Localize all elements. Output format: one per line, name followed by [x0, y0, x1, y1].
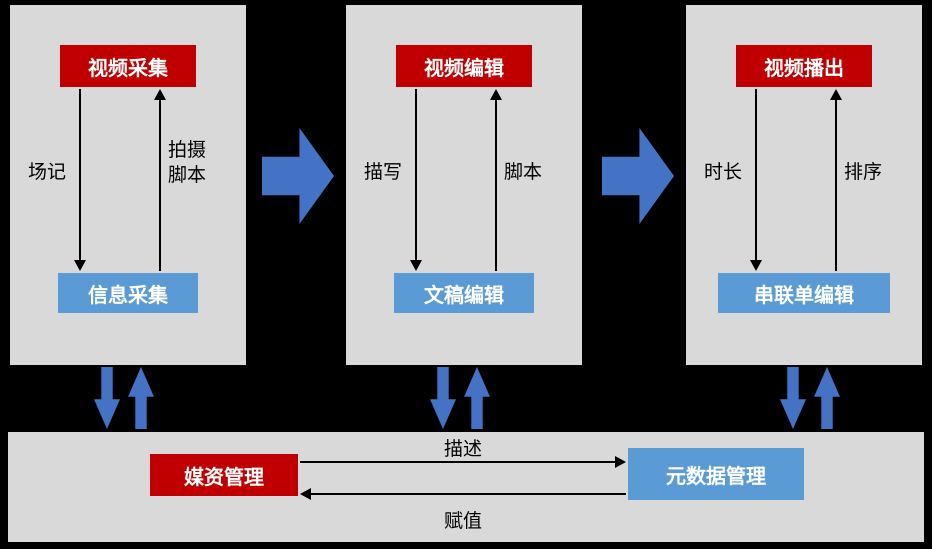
arrow-line	[495, 98, 497, 271]
arrow-line	[415, 89, 417, 262]
up-arrow	[490, 89, 502, 271]
link-up-arrow-icon	[814, 367, 840, 429]
arrowhead-down-icon	[74, 260, 86, 271]
link-down-arrow-icon	[94, 367, 120, 429]
arrowhead-down-icon	[750, 260, 762, 271]
stage-panel-broadcast: 视频播出 时长 排序 串联单编辑	[686, 5, 922, 365]
link-down-arrow-icon	[430, 367, 456, 429]
media-asset-management-box: 媒资管理	[150, 454, 298, 496]
video-edit-box: 视频编辑	[396, 45, 532, 87]
metadata-management-box: 元数据管理	[628, 448, 804, 500]
down-arrow-label: 时长	[704, 162, 743, 183]
script-edit-box: 文稿编辑	[394, 273, 534, 313]
arrowhead-down-icon	[410, 260, 422, 271]
up-arrow-label: 拍摄 脚本	[168, 140, 207, 186]
link-up-arrow-icon	[128, 367, 154, 429]
up-arrow	[830, 89, 842, 271]
arrowhead-up-icon	[830, 89, 842, 100]
arrow-line	[300, 461, 617, 463]
down-arrow	[410, 89, 422, 271]
stage-panel-editing: 视频编辑 描写 脚本 文稿编辑	[346, 5, 582, 365]
rundown-edit-box: 串联单编辑	[718, 273, 890, 313]
link-up-arrow-icon	[464, 367, 490, 429]
flow-right-arrow-icon	[602, 128, 674, 224]
arrowhead-up-icon	[490, 89, 502, 100]
up-arrow-label: 排序	[844, 162, 883, 183]
video-broadcast-box: 视频播出	[736, 45, 872, 87]
link-down-arrow-icon	[780, 367, 806, 429]
video-capture-box: 视频采集	[60, 45, 196, 87]
down-arrow-label: 场记	[28, 162, 67, 183]
arrowhead-left-icon	[300, 488, 311, 500]
arrow-line	[159, 98, 161, 271]
assign-arrow	[300, 488, 626, 500]
arrowhead-right-icon	[615, 456, 626, 468]
describe-arrow	[300, 456, 626, 468]
stage-panel-capture: 视频采集 场记 拍摄 脚本 信息采集	[10, 5, 246, 365]
management-panel: 媒资管理 元数据管理 描述 赋值	[8, 432, 924, 542]
arrow-line	[835, 98, 837, 271]
arrow-line	[755, 89, 757, 262]
arrow-line	[309, 493, 626, 495]
assign-arrow-label: 赋值	[443, 511, 482, 532]
down-arrow	[750, 89, 762, 271]
info-collect-box: 信息采集	[58, 273, 198, 313]
describe-arrow-label: 描述	[443, 439, 482, 460]
arrowhead-up-icon	[154, 89, 166, 100]
up-arrow	[154, 89, 166, 271]
down-arrow	[74, 89, 86, 271]
down-arrow-label: 描写	[364, 162, 403, 183]
up-arrow-label: 脚本	[504, 162, 543, 183]
flow-right-arrow-icon	[262, 128, 334, 224]
arrow-line	[79, 89, 81, 262]
